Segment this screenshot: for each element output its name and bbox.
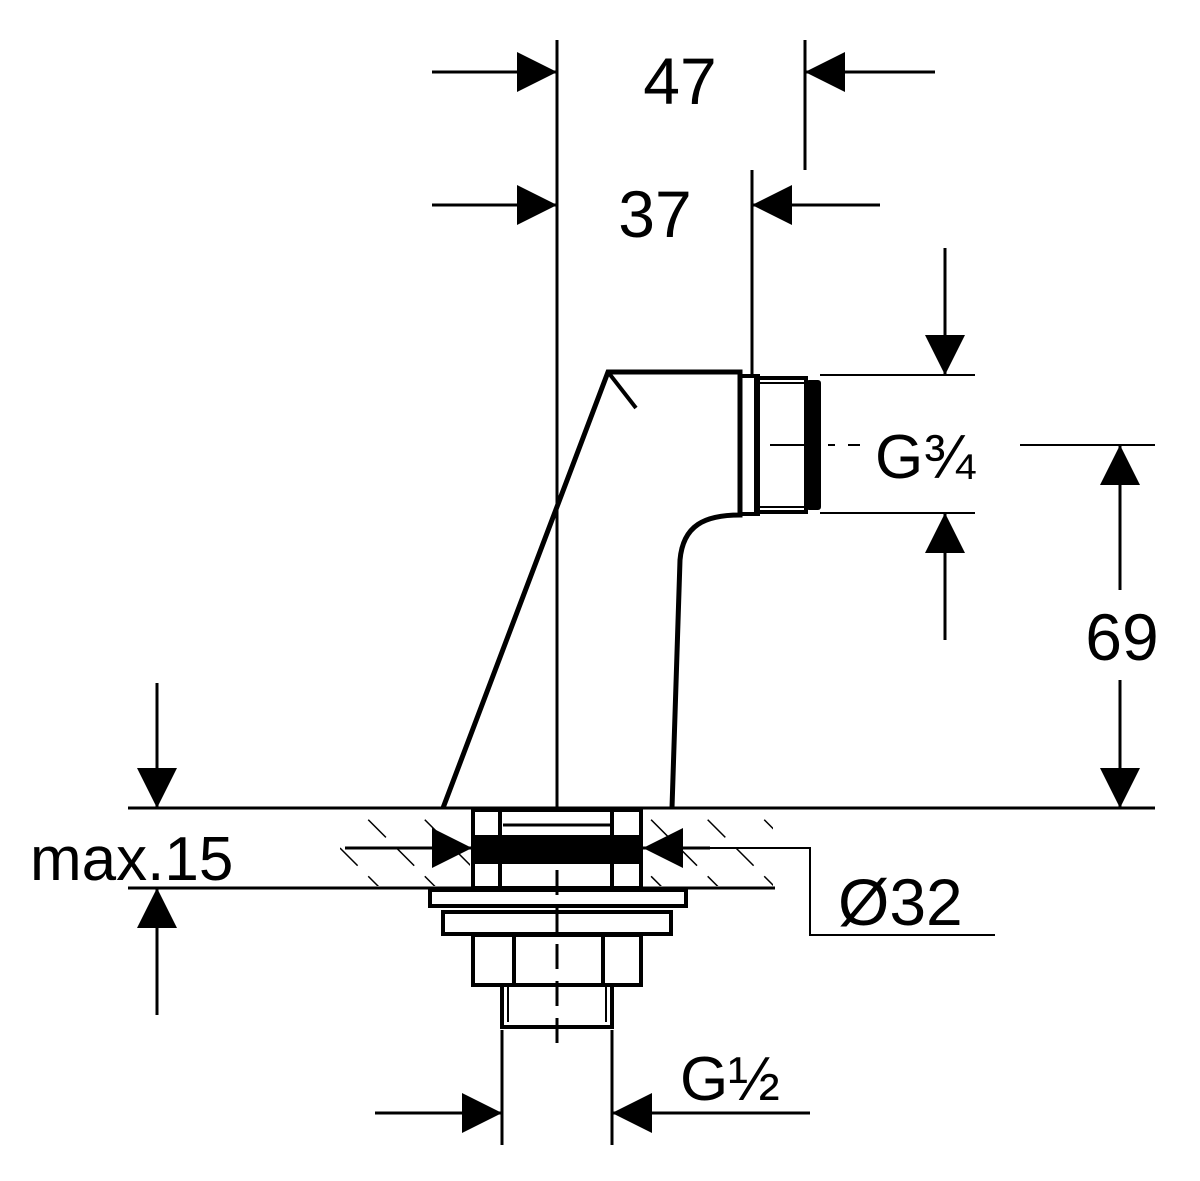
dimension-label-47: 47 xyxy=(643,44,716,118)
dimension-label-69: 69 xyxy=(1085,600,1158,674)
mounting-assembly xyxy=(428,808,688,1055)
dimension-max-15: max.15 xyxy=(30,683,233,1015)
dimension-label-g1-2: G½ xyxy=(680,1045,780,1114)
dimension-label-37: 37 xyxy=(618,177,691,251)
dimension-outlet-thread: G¾ xyxy=(770,248,1155,640)
dimension-69: 69 xyxy=(1085,445,1159,808)
dimension-diameter-32: Ø32 xyxy=(345,828,995,939)
dimension-inlet-thread: G½ xyxy=(375,1030,810,1145)
dimension-47: 47 xyxy=(432,40,935,808)
connector-body xyxy=(440,369,821,809)
dimension-label-g3-4: G¾ xyxy=(875,423,976,492)
dimension-label-max-15: max.15 xyxy=(30,825,233,894)
dimension-37: 37 xyxy=(432,170,880,375)
dimension-label-diameter-32: Ø32 xyxy=(838,865,963,939)
